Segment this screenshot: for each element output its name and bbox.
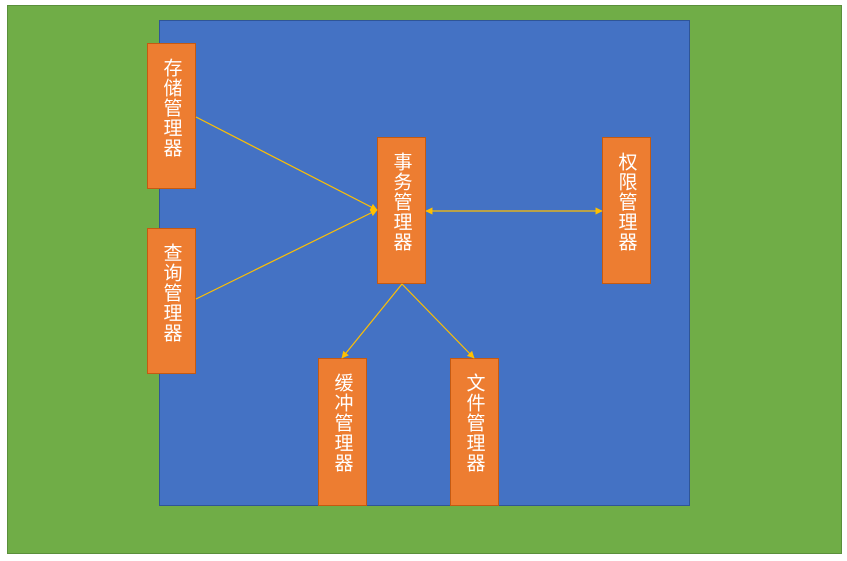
permission-manager-box[interactable]: 权限管理器: [602, 137, 651, 284]
query-manager-box[interactable]: 查询管理器: [147, 228, 196, 374]
buffer-manager-box[interactable]: 缓冲管理器: [318, 358, 367, 506]
storage-manager-label: 存储管理器: [160, 58, 183, 158]
buffer-manager-label: 缓冲管理器: [331, 373, 354, 473]
permission-manager-label: 权限管理器: [615, 152, 638, 252]
transaction-manager-box[interactable]: 事务管理器: [377, 137, 426, 284]
query-manager-label: 查询管理器: [160, 243, 183, 343]
storage-manager-box[interactable]: 存储管理器: [147, 43, 196, 189]
transaction-manager-label: 事务管理器: [390, 152, 413, 252]
file-manager-box[interactable]: 文件管理器: [450, 358, 499, 506]
file-manager-label: 文件管理器: [463, 373, 486, 473]
